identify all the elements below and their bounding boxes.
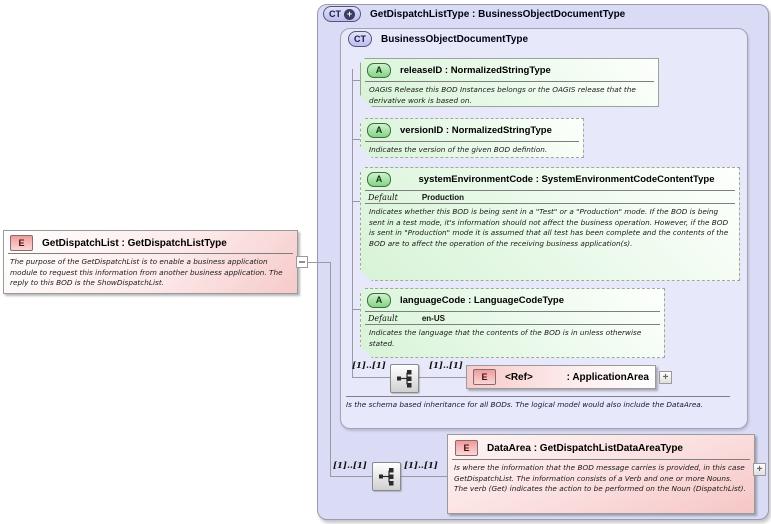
attribute-box-systemenvironmentcode[interactable]: A systemEnvironmentCode : SystemEnvironm… <box>360 167 740 281</box>
collapse-handle[interactable] <box>296 256 308 268</box>
sequence-glyph <box>379 468 394 486</box>
cardinality-label: [1]..[1] <box>333 461 367 471</box>
connector-line <box>417 377 466 378</box>
complex-type-header: CT+ GetDispatchListType : BusinessObject… <box>323 6 625 22</box>
cardinality-label: [1]..[1] <box>429 361 463 371</box>
connector-line <box>330 476 372 477</box>
complex-type-title: GetDispatchListType : BusinessObjectDocu… <box>370 8 626 20</box>
element-box-dataarea[interactable]: E DataArea : GetDispatchListDataAreaType… <box>447 434 755 514</box>
divider <box>365 311 660 312</box>
sequence-glyph <box>397 370 412 388</box>
attribute-title: releaseID : NormalizedStringType <box>400 65 551 76</box>
attribute-title-row: A versionID : NormalizedStringType <box>361 119 583 141</box>
divider <box>365 190 735 191</box>
base-type-icon: CT <box>348 31 372 47</box>
divider <box>365 141 579 142</box>
element-ref-type: : ApplicationArea <box>566 371 649 383</box>
attribute-box-versionid[interactable]: A versionID : NormalizedStringType Indic… <box>360 118 584 158</box>
element-icon: E <box>10 235 33 251</box>
element-icon: E <box>473 369 496 385</box>
attribute-title: versionID : NormalizedStringType <box>400 125 552 136</box>
base-type-header: CT BusinessObjectDocumentType <box>348 31 528 47</box>
default-label: Default <box>368 314 398 323</box>
attribute-description: Indicates the version of the given BOD d… <box>369 145 548 154</box>
element-ref-name: <Ref> <box>505 371 533 383</box>
attribute-description: Indicates whether this BOD is being sent… <box>369 207 729 248</box>
attribute-icon: A <box>367 63 391 78</box>
attribute-title-row: A languageCode : LanguageCodeType <box>361 289 664 311</box>
connector-line <box>308 262 330 263</box>
attribute-box-releaseid[interactable]: A releaseID : NormalizedStringType OAGIS… <box>360 58 659 107</box>
default-label: Default <box>368 193 398 202</box>
element-icon: E <box>455 440 478 456</box>
attribute-description: OAGIS Release this BOD Instances belongs… <box>369 85 636 105</box>
element-title-row: E GetDispatchList : GetDispatchListType <box>4 231 297 253</box>
connector-line <box>399 476 447 477</box>
element-title: GetDispatchList : GetDispatchListType <box>42 237 227 249</box>
connector-stub <box>352 139 360 140</box>
attribute-icon: A <box>367 172 391 187</box>
divider <box>452 459 750 460</box>
attribute-icon: A <box>367 293 391 308</box>
element-box-applicationarea[interactable]: E <Ref> : ApplicationArea <box>466 365 656 389</box>
connector-stub <box>352 80 360 81</box>
default-row: Default Production <box>361 191 739 203</box>
ct-icon-label: CT <box>329 8 341 19</box>
derived-plus-icon[interactable]: + <box>344 8 355 20</box>
attribute-description: Indicates the language that the contents… <box>369 328 642 348</box>
attribute-title-row: A systemEnvironmentCode : SystemEnvironm… <box>361 168 739 190</box>
element-box-getdispatchlist[interactable]: E GetDispatchList : GetDispatchListType … <box>3 230 298 294</box>
divider <box>8 253 293 254</box>
complex-type-icon: CT+ <box>323 6 361 22</box>
sequence-icon <box>390 364 419 393</box>
connector-line <box>352 69 353 377</box>
attribute-title: languageCode : LanguageCodeType <box>400 295 564 306</box>
element-description: The purpose of the GetDispatchList is to… <box>10 257 283 287</box>
divider <box>365 81 654 82</box>
default-value: Production <box>421 193 465 202</box>
divider <box>365 203 735 204</box>
attribute-icon: A <box>367 123 391 138</box>
base-type-annotation: Is the schema based inheritance for all … <box>346 400 704 409</box>
default-row: Default en-US <box>361 312 664 324</box>
expand-button-dataarea[interactable]: + <box>753 463 766 476</box>
annotation-divider <box>346 396 730 397</box>
divider <box>365 324 660 325</box>
attribute-box-languagecode[interactable]: A languageCode : LanguageCodeType Defaul… <box>360 288 665 358</box>
base-type-title: BusinessObjectDocumentType <box>381 33 529 45</box>
connector-line <box>330 262 331 476</box>
cardinality-label: [1]..[1] <box>404 461 438 471</box>
connector-stub <box>352 309 360 310</box>
connector-line <box>352 377 390 378</box>
default-value: en-US <box>421 314 445 323</box>
sequence-icon <box>372 462 401 491</box>
cardinality-label: [1]..[1] <box>352 361 386 371</box>
element-title-row: E DataArea : GetDispatchListDataAreaType <box>448 435 754 459</box>
element-title: DataArea : GetDispatchListDataAreaType <box>487 442 683 454</box>
attribute-title-row: A releaseID : NormalizedStringType <box>361 59 658 81</box>
element-description: Is where the information that the BOD me… <box>454 463 746 493</box>
expand-button-applicationarea[interactable]: + <box>659 371 672 384</box>
connector-stub <box>352 201 360 202</box>
attribute-title: systemEnvironmentCode : SystemEnvironmen… <box>418 174 715 185</box>
